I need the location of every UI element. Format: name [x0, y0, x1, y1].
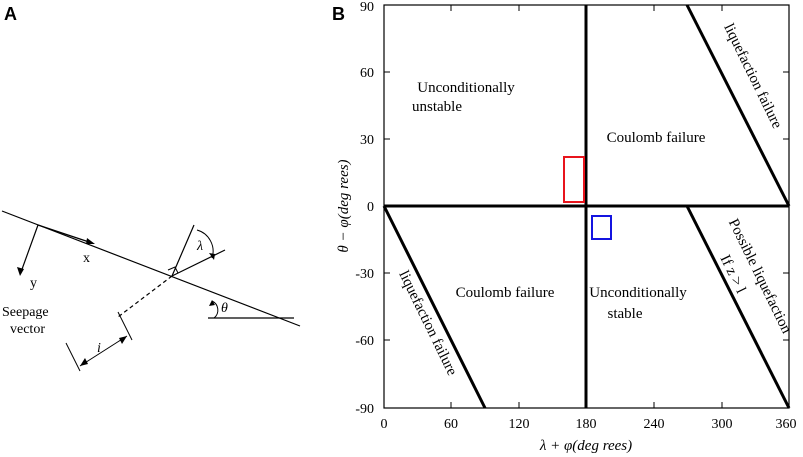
y-tick-60: 60 [360, 66, 374, 81]
blue-highlight-box [591, 215, 612, 240]
unconditionally-unstable-label-1: Unconditionally [417, 80, 515, 96]
boundary-liquefaction-lower-right [685, 205, 791, 409]
seepage-label-line2: vector [10, 322, 45, 337]
i-extension-top [117, 311, 133, 341]
x-tick-labels: 0 60 120 180 240 300 360 [381, 417, 797, 432]
y-axis-label: y [30, 276, 37, 291]
x-tick-120: 120 [509, 417, 530, 432]
unconditionally-stable-label-2: stable [608, 306, 643, 322]
right-angle-marker [167, 266, 179, 274]
y-arrowhead [17, 267, 24, 276]
x-tick-360: 360 [776, 417, 797, 432]
theta-symbol: θ [221, 301, 228, 316]
x-tick-300: 300 [712, 417, 733, 432]
y-axis-arrow [20, 224, 39, 273]
boundary-liquefaction-upper-right [685, 4, 791, 207]
i-arrowhead-bottom [80, 358, 88, 366]
x-axis-arrow [37, 224, 93, 244]
panel-a-letter: A [4, 4, 17, 24]
theta-arc [211, 300, 219, 319]
y-tick-neg30: -30 [355, 267, 374, 282]
y-tick-90: 90 [360, 0, 374, 15]
lambda-symbol: λ [196, 239, 203, 254]
panel-b-letter: B [332, 4, 345, 24]
i-dimension-line [79, 335, 128, 367]
x-tick-60: 60 [444, 417, 458, 432]
red-highlight-box [563, 156, 585, 203]
seepage-label-line1: Seepage [2, 305, 49, 320]
x-axis-title: λ + φ(deg rees) [539, 438, 632, 454]
y-tick-labels: 90 60 30 0 -30 -60 -90 [355, 0, 374, 417]
y-tick-marks [384, 71, 789, 341]
x-axis-label: x [83, 251, 90, 266]
coulomb-failure-top-label: Coulomb failure [607, 130, 706, 146]
y-tick-0: 0 [367, 200, 374, 215]
x-tick-marks [450, 5, 723, 408]
coulomb-failure-bottom-label: Coulomb failure [456, 285, 555, 301]
seepage-line-dashed [117, 275, 173, 318]
i-label: i [97, 341, 101, 356]
boundary-liquefaction-lower-left [382, 205, 487, 409]
x-tick-180: 180 [576, 417, 597, 432]
y-tick-neg90: -90 [355, 402, 374, 417]
liquefaction-failure-top-label: liquefaction failure [720, 21, 785, 131]
unconditionally-unstable-label-2: unstable [412, 99, 462, 115]
x-tick-0: 0 [381, 417, 388, 432]
y-tick-30: 30 [360, 133, 374, 148]
lambda-arrowhead [209, 253, 215, 260]
i-arrowhead-top [119, 336, 127, 344]
unconditionally-stable-label-1: Unconditionally [589, 285, 687, 301]
x-tick-240: 240 [644, 417, 665, 432]
y-tick-neg60: -60 [355, 334, 374, 349]
theta-arrowhead [209, 300, 215, 306]
y-axis-title: θ − φ(deg rees) [336, 159, 352, 252]
x-arrowhead [86, 238, 95, 244]
liquefaction-failure-bottom-label: liquefaction failure [395, 268, 460, 378]
slope-normal-line [171, 249, 226, 277]
i-extension-bottom [65, 342, 81, 372]
